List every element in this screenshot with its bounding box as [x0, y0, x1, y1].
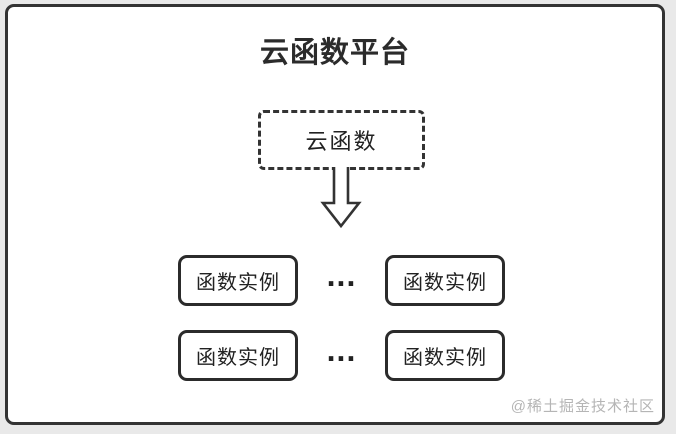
- function-instance-label: 函数实例: [403, 347, 487, 369]
- cloud-function-node: 云函数: [258, 110, 425, 170]
- ellipsis-separator: ...: [326, 332, 357, 368]
- down-arrow-icon: [320, 167, 362, 229]
- function-instance-node: 函数实例: [385, 255, 505, 306]
- diagram-title: 云函数平台: [259, 37, 410, 69]
- function-instance-node: 函数实例: [178, 255, 298, 306]
- function-instance-label: 函数实例: [196, 347, 280, 369]
- platform-container: 云函数平台 云函数 函数实例 ... 函数实例 函数实例 ... 函数实例 @稀…: [5, 4, 665, 425]
- function-instance-label: 函数实例: [196, 272, 280, 294]
- cloud-function-label: 云函数: [305, 129, 378, 154]
- function-instance-label: 函数实例: [403, 272, 487, 294]
- function-instance-node: 函数实例: [178, 330, 298, 381]
- ellipsis-separator: ...: [326, 257, 357, 293]
- watermark-text: @稀土掘金技术社区: [510, 398, 655, 415]
- function-instance-node: 函数实例: [385, 330, 505, 381]
